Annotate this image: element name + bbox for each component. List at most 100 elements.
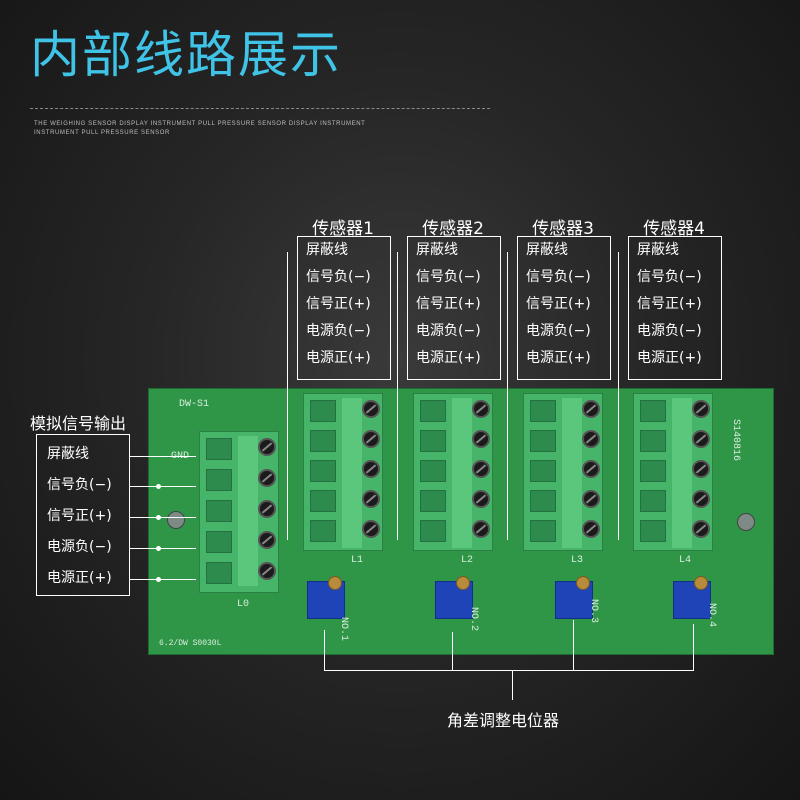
- wire-label: 信号正(+): [306, 296, 371, 312]
- connector-line: [693, 624, 694, 670]
- wire-label: 信号正(+): [637, 296, 702, 312]
- connector-line: [130, 456, 196, 457]
- screw-icon[interactable]: [258, 531, 276, 549]
- screw-icon[interactable]: [692, 430, 710, 448]
- screw-icon[interactable]: [472, 490, 490, 508]
- connector-dot: [156, 577, 161, 582]
- pot-label: NO.4: [706, 603, 717, 628]
- connector-dot: [156, 546, 161, 551]
- board-model-label: DW-S1: [179, 399, 210, 410]
- screw-icon[interactable]: [362, 460, 380, 478]
- screw-icon[interactable]: [362, 430, 380, 448]
- potentiometer-3[interactable]: [555, 576, 593, 619]
- screw-icon[interactable]: [692, 490, 710, 508]
- sensor-3-title: 传感器3: [532, 219, 594, 239]
- screw-icon[interactable]: [258, 562, 276, 580]
- subtitle-line-1: THE WEIGHING SENSOR DISPLAY INSTRUMENT P…: [34, 121, 366, 127]
- connector-line: [130, 486, 196, 487]
- circuit-board: DW-S1 S140816 6.2/DW S0030L L0: [148, 388, 774, 655]
- terminal-block-l3: [523, 393, 603, 551]
- pot-label: NO.2: [468, 607, 479, 632]
- connector-line: [512, 670, 513, 700]
- board-bottom-label: 6.2/DW S0030L: [159, 639, 222, 648]
- subtitle-line-2: INSTRUMENT PULL PRESSURE SENSOR: [34, 130, 170, 136]
- screw-icon[interactable]: [362, 400, 380, 418]
- wire-label: 信号正(+): [416, 296, 481, 312]
- sensor-1-wire-list: 屏蔽线 信号负(−) 信号正(+) 电源负(−) 电源正(+): [297, 236, 391, 380]
- wire-label: 信号正(+): [47, 508, 112, 524]
- sensor-4-wire-list: 屏蔽线 信号负(−) 信号正(+) 电源负(−) 电源正(+): [628, 236, 722, 380]
- wire-label: 电源正(+): [637, 350, 702, 366]
- screw-icon[interactable]: [582, 400, 600, 418]
- connector-line: [324, 670, 694, 671]
- wire-label: 信号负(−): [47, 477, 112, 493]
- terminal-block-l4: [633, 393, 713, 551]
- terminal-label-l1: L1: [351, 555, 364, 566]
- screw-icon[interactable]: [692, 460, 710, 478]
- wire-label: 屏蔽线: [416, 242, 458, 258]
- board-code-label: S140816: [730, 419, 741, 462]
- wire-label: 电源负(−): [416, 323, 481, 339]
- sensor-1-title: 传感器1: [312, 219, 374, 239]
- connector-line: [130, 579, 196, 580]
- output-title: 模拟信号输出: [30, 414, 127, 433]
- connector-line: [507, 252, 508, 540]
- connector-line: [397, 252, 398, 540]
- wire-label: 电源负(−): [526, 323, 591, 339]
- connector-dot: [156, 515, 161, 520]
- connector-line: [130, 517, 196, 518]
- screw-icon[interactable]: [362, 520, 380, 538]
- connector-line: [573, 620, 574, 670]
- screw-icon[interactable]: [472, 430, 490, 448]
- wire-label: 信号负(−): [306, 269, 371, 285]
- wire-label: 电源正(+): [416, 350, 481, 366]
- screw-icon[interactable]: [692, 400, 710, 418]
- sensor-4-title: 传感器4: [643, 219, 705, 239]
- terminal-block-l0: [199, 431, 279, 593]
- wire-label: 电源正(+): [526, 350, 591, 366]
- mounting-screw-icon: [167, 511, 185, 529]
- sensor-3-wire-list: 屏蔽线 信号负(−) 信号正(+) 电源负(−) 电源正(+): [517, 236, 611, 380]
- screw-icon[interactable]: [582, 460, 600, 478]
- wire-label: 电源正(+): [47, 570, 112, 586]
- screw-icon[interactable]: [582, 520, 600, 538]
- potentiometer-4[interactable]: [673, 576, 711, 619]
- terminal-label-l2: L2: [461, 555, 474, 566]
- terminal-block-l1: [303, 393, 383, 551]
- connector-dot: [156, 484, 161, 489]
- potentiometer-2[interactable]: [435, 576, 473, 619]
- mounting-screw-icon: [737, 513, 755, 531]
- page-title: 内部线路展示: [30, 26, 342, 84]
- wire-label: 信号负(−): [637, 269, 702, 285]
- terminal-block-l2: [413, 393, 493, 551]
- title-divider: [30, 108, 490, 109]
- connector-line: [130, 548, 196, 549]
- screw-icon[interactable]: [692, 520, 710, 538]
- screw-icon[interactable]: [582, 430, 600, 448]
- screw-icon[interactable]: [258, 438, 276, 456]
- connector-line: [287, 252, 288, 540]
- wire-label: 电源正(+): [306, 350, 371, 366]
- potentiometer-1[interactable]: [307, 576, 345, 619]
- screw-icon[interactable]: [258, 469, 276, 487]
- screw-icon[interactable]: [258, 500, 276, 518]
- output-wire-list: 屏蔽线 信号负(−) 信号正(+) 电源负(−) 电源正(+): [36, 434, 130, 596]
- wire-label: 屏蔽线: [306, 242, 348, 258]
- screw-icon[interactable]: [472, 400, 490, 418]
- wire-label: 信号正(+): [526, 296, 591, 312]
- sensor-2-title: 传感器2: [422, 219, 484, 239]
- wire-label: 屏蔽线: [526, 242, 568, 258]
- wire-label: 信号负(−): [526, 269, 591, 285]
- screw-icon[interactable]: [472, 460, 490, 478]
- wire-label: 电源负(−): [47, 539, 112, 555]
- screw-icon[interactable]: [362, 490, 380, 508]
- screw-icon[interactable]: [472, 520, 490, 538]
- screw-icon[interactable]: [582, 490, 600, 508]
- wire-label: 屏蔽线: [637, 242, 679, 258]
- connector-line: [324, 630, 325, 670]
- potentiometer-caption: 角差调整电位器: [447, 711, 560, 730]
- connector-line: [618, 252, 619, 540]
- terminal-label-l0: L0: [237, 599, 250, 610]
- wire-label: 电源负(−): [306, 323, 371, 339]
- terminal-label-l4: L4: [679, 555, 692, 566]
